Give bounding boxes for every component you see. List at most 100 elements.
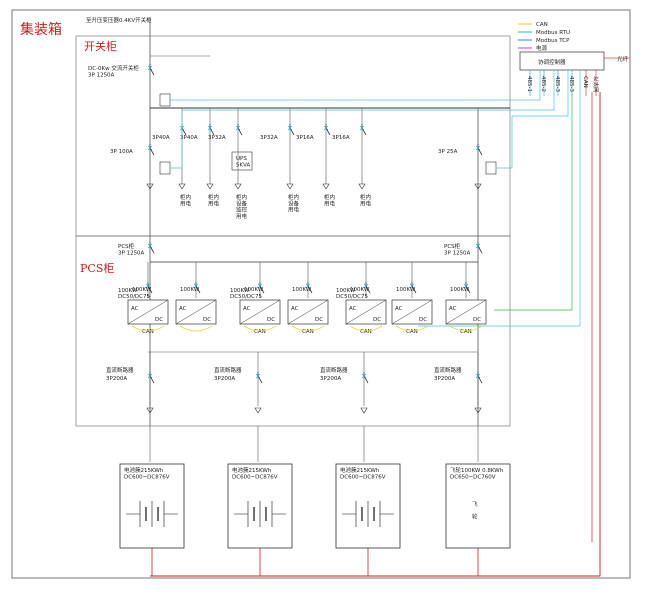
comm-line bbox=[170, 70, 541, 101]
pcs-dc: DC bbox=[419, 317, 427, 323]
aux-breaker[interactable] bbox=[147, 144, 155, 156]
branch-breaker[interactable] bbox=[359, 124, 367, 136]
branch-load-label: 柜内用电 bbox=[360, 193, 372, 207]
can-link bbox=[243, 325, 277, 332]
pcs-can-label: CAN bbox=[360, 329, 372, 335]
pcs-breaker[interactable] bbox=[409, 282, 417, 294]
branch-load-arrow bbox=[358, 183, 366, 190]
legend-label: 电源 bbox=[536, 44, 548, 52]
branch-breaker-label: 3P40A bbox=[152, 135, 170, 141]
branch-breaker[interactable] bbox=[207, 124, 215, 136]
incoming-label: 至升压变压器0.4KV开关柜 bbox=[86, 16, 152, 24]
port-label: 485-3 bbox=[554, 76, 560, 92]
pcs-converter[interactable]: AC DC bbox=[127, 299, 169, 325]
dc-ground bbox=[254, 407, 262, 414]
pcs-dc: DC bbox=[373, 317, 381, 323]
dc-breaker[interactable] bbox=[255, 372, 263, 384]
pcs-tag: 100KW bbox=[244, 287, 264, 293]
pcs-can-label: CAN bbox=[406, 329, 418, 335]
pcs-tag: 100KW bbox=[180, 287, 200, 293]
branch-breaker-label: 3P16A bbox=[296, 135, 314, 141]
pcs-ac: AC bbox=[395, 306, 403, 312]
can-link bbox=[395, 325, 429, 332]
pcs-dc: DC bbox=[155, 317, 163, 323]
legend-label: CAN bbox=[536, 22, 548, 28]
pcs-tag: 100KW bbox=[350, 287, 370, 293]
pcs-in-left-breaker[interactable] bbox=[147, 242, 155, 254]
dc-ground bbox=[360, 407, 368, 414]
pcs-breaker[interactable] bbox=[463, 282, 471, 294]
pcs-tag: 100KW bbox=[450, 287, 470, 293]
dc-breaker[interactable] bbox=[361, 372, 369, 384]
pcs-ac: AC bbox=[131, 306, 139, 312]
comm-line bbox=[418, 70, 581, 327]
branch-load-arrow bbox=[234, 183, 242, 190]
dc-breaker[interactable] bbox=[475, 372, 483, 384]
branch-breaker-label: 3P16A bbox=[332, 135, 350, 141]
pcs-breaker[interactable] bbox=[257, 282, 265, 294]
main-breaker[interactable] bbox=[147, 64, 155, 76]
pcs-breaker[interactable] bbox=[193, 282, 201, 294]
right-breaker[interactable] bbox=[475, 144, 483, 156]
coordination-controller[interactable]: 协调控制器 bbox=[519, 51, 605, 71]
can-link bbox=[349, 325, 383, 332]
main-meter bbox=[159, 93, 171, 107]
pcs-cabinet-frame bbox=[75, 235, 511, 427]
ups-box[interactable] bbox=[231, 151, 253, 171]
branch-load-arrow bbox=[322, 183, 330, 190]
dc-ground bbox=[146, 407, 154, 414]
port-label: 485-1 bbox=[526, 76, 532, 92]
pcs-breaker[interactable] bbox=[305, 282, 313, 294]
pcs-cabinet-label: PCS柜 bbox=[80, 262, 114, 275]
right-ground bbox=[474, 183, 482, 190]
branch-breaker[interactable] bbox=[287, 124, 295, 136]
pcs-breaker[interactable] bbox=[363, 282, 371, 294]
comm-line bbox=[170, 70, 555, 169]
controller-title: 协调控制器 bbox=[538, 58, 566, 66]
branch-breaker[interactable] bbox=[235, 124, 243, 136]
port-label: 485-3 bbox=[568, 76, 574, 92]
dc-breaker-rating: 3P200A bbox=[320, 376, 341, 382]
dc-breaker[interactable] bbox=[147, 372, 155, 384]
aux-breaker-label: 3P 100A bbox=[110, 149, 133, 155]
fiber-label: 光纤 bbox=[617, 55, 629, 63]
dc-breaker-rating: 3P200A bbox=[434, 376, 455, 382]
branch-breaker-label: 3P32A bbox=[260, 135, 278, 141]
pcs-breaker[interactable] bbox=[145, 282, 153, 294]
port-label: CAN bbox=[582, 76, 588, 88]
can-link bbox=[179, 325, 213, 332]
branch-breaker[interactable] bbox=[179, 124, 187, 136]
branch-load-label: 柜内用电 bbox=[324, 193, 336, 207]
flywheel-symbol: 飞轮 bbox=[472, 501, 478, 521]
can-link bbox=[449, 325, 483, 332]
pcs-ac: AC bbox=[243, 306, 251, 312]
branch-feeders: 3P40A柜内用电3P40A柜内用电3P32A柜内设备监控用电3P32A柜内设备… bbox=[146, 64, 581, 327]
comm-line bbox=[494, 94, 573, 311]
pcs-converter[interactable]: AC DC bbox=[391, 299, 433, 325]
branch-breaker[interactable] bbox=[323, 124, 331, 136]
container-title: 集装箱 bbox=[20, 21, 62, 38]
pcs-in-right-breaker[interactable] bbox=[475, 242, 483, 254]
legend-label: Modbus TCP bbox=[536, 38, 570, 44]
